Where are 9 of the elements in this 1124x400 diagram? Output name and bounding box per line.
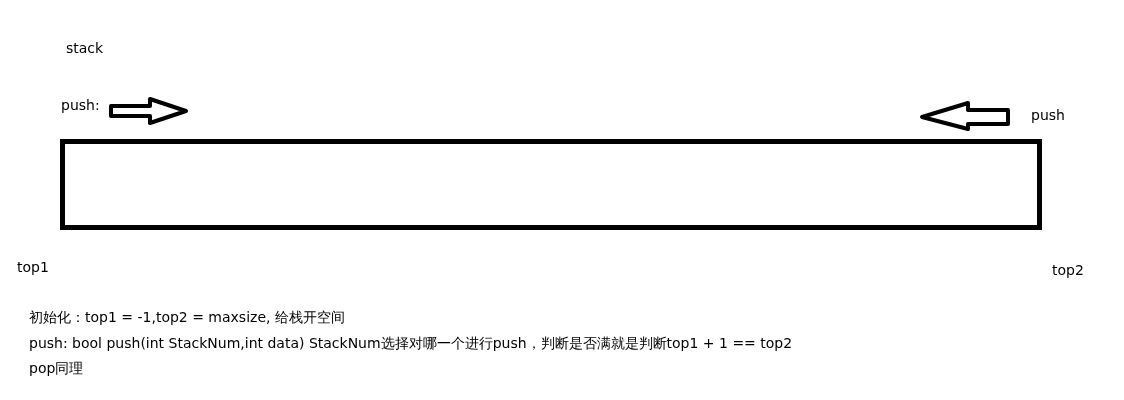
push-label: push: [61,96,100,114]
pointer-label: top1 [17,258,49,276]
push-label: push [1031,106,1065,124]
note-text: push: bool push(int StackNum,int data) StackNum选择对哪一个进行push，判断是否满就是判断top1 + 1 == top2 [29,334,793,352]
note-text: 初始化：top1 = -1,top2 = maxsize, 给栈开空间 [29,308,345,326]
stack-box [60,139,1042,230]
stack-label: stack [66,39,104,57]
pointer-label: top2 [1052,261,1084,279]
note-text: pop同理 [29,359,84,377]
